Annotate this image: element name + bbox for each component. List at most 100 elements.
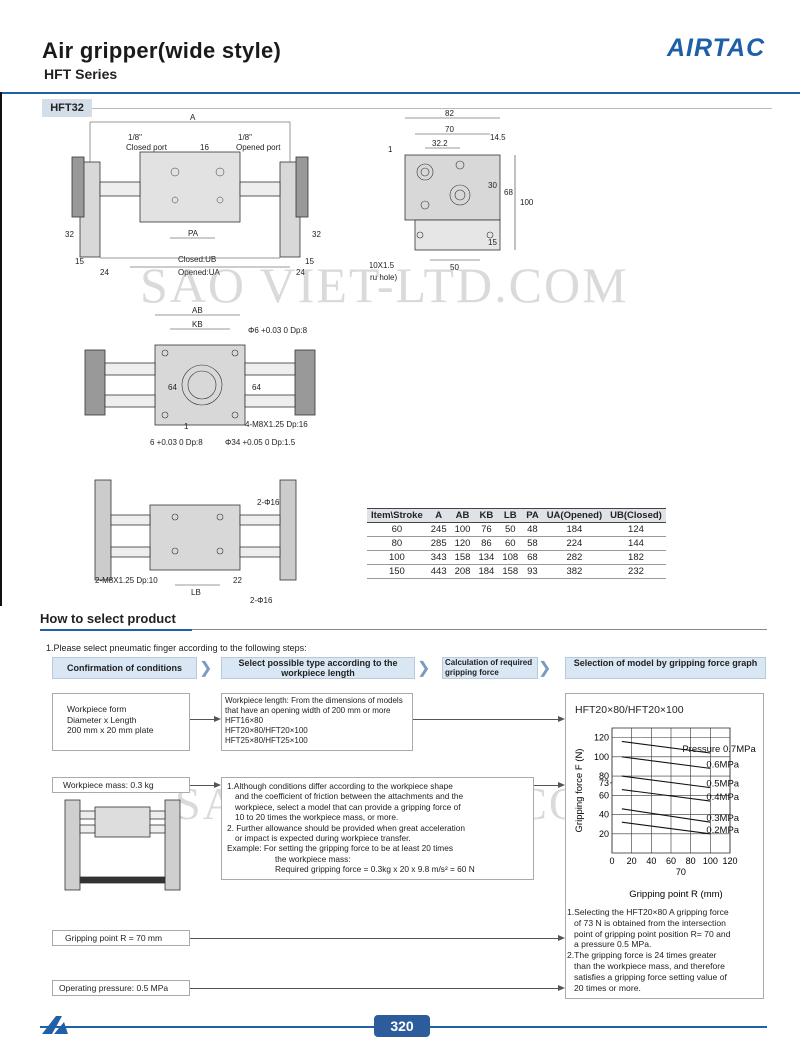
- table-cell: 100: [450, 522, 475, 537]
- col-header: PA: [522, 508, 543, 523]
- table-cell: 184: [542, 522, 607, 537]
- dim-kb: KB: [192, 320, 203, 329]
- dim-24-r: 24: [296, 268, 305, 277]
- table-row: 60 245 100 76 50 48 184 124: [367, 522, 666, 537]
- header-confirmation: Confirmation of conditions: [52, 657, 197, 679]
- table-cell: 232: [606, 564, 666, 579]
- arrow-head-icon: [558, 985, 565, 991]
- x-tick-label: 80: [686, 856, 696, 866]
- table-cell: 150: [367, 564, 427, 579]
- calc-line: and the coefficient of friction between …: [235, 791, 464, 802]
- col-header: AB: [450, 508, 475, 523]
- dim-port-r: 1/8": [238, 133, 252, 142]
- table-cell: 224: [542, 536, 607, 551]
- dim-16: 16: [200, 143, 209, 152]
- col-header: Item\Stroke: [367, 508, 427, 523]
- closed-port-label: Closed port: [126, 143, 168, 152]
- result-line: point of gripping point position R= 70 a…: [574, 928, 731, 939]
- result-line: a pressure 0.5 MPa.: [574, 939, 652, 950]
- workpiece-form-box: Workpiece form Diameter x Length 200 mm …: [52, 693, 190, 751]
- table-cell: 208: [450, 564, 475, 579]
- dim-pa: PA: [188, 229, 199, 238]
- table-cell: 120: [450, 536, 475, 551]
- table-cell: 184: [474, 564, 499, 579]
- table-cell: 86: [474, 536, 499, 551]
- series-line: [621, 808, 711, 823]
- model-tab: HFT32: [42, 99, 92, 117]
- spec-table: Item\Stroke A AB KB LB PA UA(Opened) UB(…: [367, 508, 666, 579]
- arrow-line: [190, 719, 215, 720]
- table-cell: 182: [606, 550, 666, 565]
- calc-line: Required gripping force = 0.3kg x 20 x 9…: [275, 864, 475, 875]
- mount-thread-label: 4-M8X1.25 Dp:16: [245, 420, 308, 429]
- table-cell: 76: [474, 522, 499, 537]
- chevron-right-icon: ❯: [417, 660, 431, 677]
- watermark-top: SAO VIET-LTD.COM: [140, 257, 629, 313]
- table-cell: 245: [426, 522, 451, 537]
- graph-panel: [565, 693, 764, 999]
- series-line: [621, 740, 711, 754]
- dim-82: 82: [445, 110, 454, 118]
- dim-32-r: 32: [312, 230, 321, 239]
- table-cell: 124: [606, 522, 666, 537]
- workpiece-form-line: Workpiece form: [67, 704, 127, 714]
- result-line: 20 times or more.: [574, 982, 641, 993]
- dim-68: 68: [504, 188, 513, 197]
- y-tick-label: 40: [599, 810, 609, 820]
- arrow-line: [190, 938, 559, 939]
- graph-title: HFT20×80/HFT20×100: [575, 704, 684, 716]
- table-cell: 60: [498, 536, 523, 551]
- airtac-mark-icon: [42, 1016, 68, 1034]
- bottom-body: [149, 504, 241, 571]
- select-line: HFT20×80/HFT20×100: [225, 726, 308, 735]
- x-tick-label: 40: [646, 856, 656, 866]
- table-cell: 100: [367, 550, 427, 565]
- series-line: [621, 756, 711, 769]
- arrow-head-icon: [214, 716, 221, 722]
- calc-line: the workpiece mass:: [275, 853, 351, 864]
- select-line: HFT16×80: [225, 716, 264, 725]
- y-tick-label: 20: [599, 829, 609, 839]
- dim-port-l: 1/8": [128, 133, 142, 142]
- page-number: 320: [374, 1015, 430, 1037]
- thread-label: 4-M10X1.5: [370, 261, 395, 270]
- dim-50: 50: [450, 263, 459, 272]
- arrow-head-icon: [558, 782, 565, 788]
- table-header-row: Item\Stroke A AB KB LB PA UA(Opened) UB(…: [367, 508, 666, 523]
- select-line: that have an opening width of 200 mm or …: [225, 706, 391, 715]
- chevron-right-icon: ❯: [199, 660, 213, 677]
- table-cell: 343: [426, 550, 451, 565]
- col-header: KB: [474, 508, 499, 523]
- series-line: [621, 821, 711, 835]
- workpiece-form-line: 200 mm x 20 mm plate: [67, 725, 154, 735]
- dim-1-top: 1: [184, 422, 189, 431]
- dim-32-2: 32.2: [432, 139, 448, 148]
- dim-closed-ub: Closed:UB: [178, 255, 216, 264]
- select-type-box: Workpiece length: From the dimensions of…: [221, 693, 413, 751]
- airtac-logo: AIRTAC: [667, 34, 766, 62]
- table-cell: 158: [498, 564, 523, 579]
- result-text: 1.Selecting the HFT20×80 A gripping forc…: [567, 907, 767, 993]
- col-header: UB(Closed): [606, 508, 666, 523]
- header-selection: Selection of model by gripping force gra…: [565, 657, 766, 679]
- table-row: 100 343 158 134 108 68 282 182: [367, 550, 666, 565]
- y-mark-label: 73: [599, 778, 609, 788]
- table-row: 150 443 208 184 158 93 382 232: [367, 564, 666, 579]
- section-rule: [40, 629, 192, 631]
- series-label: 0.5MPa: [706, 779, 739, 790]
- x-tick-label: 120: [722, 856, 737, 866]
- bottom-thread-label: 2-M8X1.25 Dp:10: [95, 576, 158, 585]
- bottom-view-drawing: 2-Φ16 2-M8X1.25 Dp:10 LB 22 2-Φ16: [94, 479, 297, 605]
- model-tab-rule: [92, 108, 772, 109]
- dim-64-r: 64: [252, 383, 261, 392]
- y-tick-label: 80: [599, 771, 609, 781]
- thru-hole-label: (Thru hole): [370, 273, 397, 282]
- calc-line: 1.Although conditions differ according t…: [227, 781, 453, 791]
- counterbore-label: Φ34 +0.05 0 Dp:1.5: [225, 438, 296, 447]
- x-tick-label: 20: [627, 856, 637, 866]
- table-cell: 93: [522, 564, 543, 579]
- calc-line: 10 to 20 times the workpiece mass, or mo…: [235, 812, 399, 823]
- series-label: 0.4MPa: [706, 792, 739, 803]
- series-label: HFT Series: [44, 66, 118, 82]
